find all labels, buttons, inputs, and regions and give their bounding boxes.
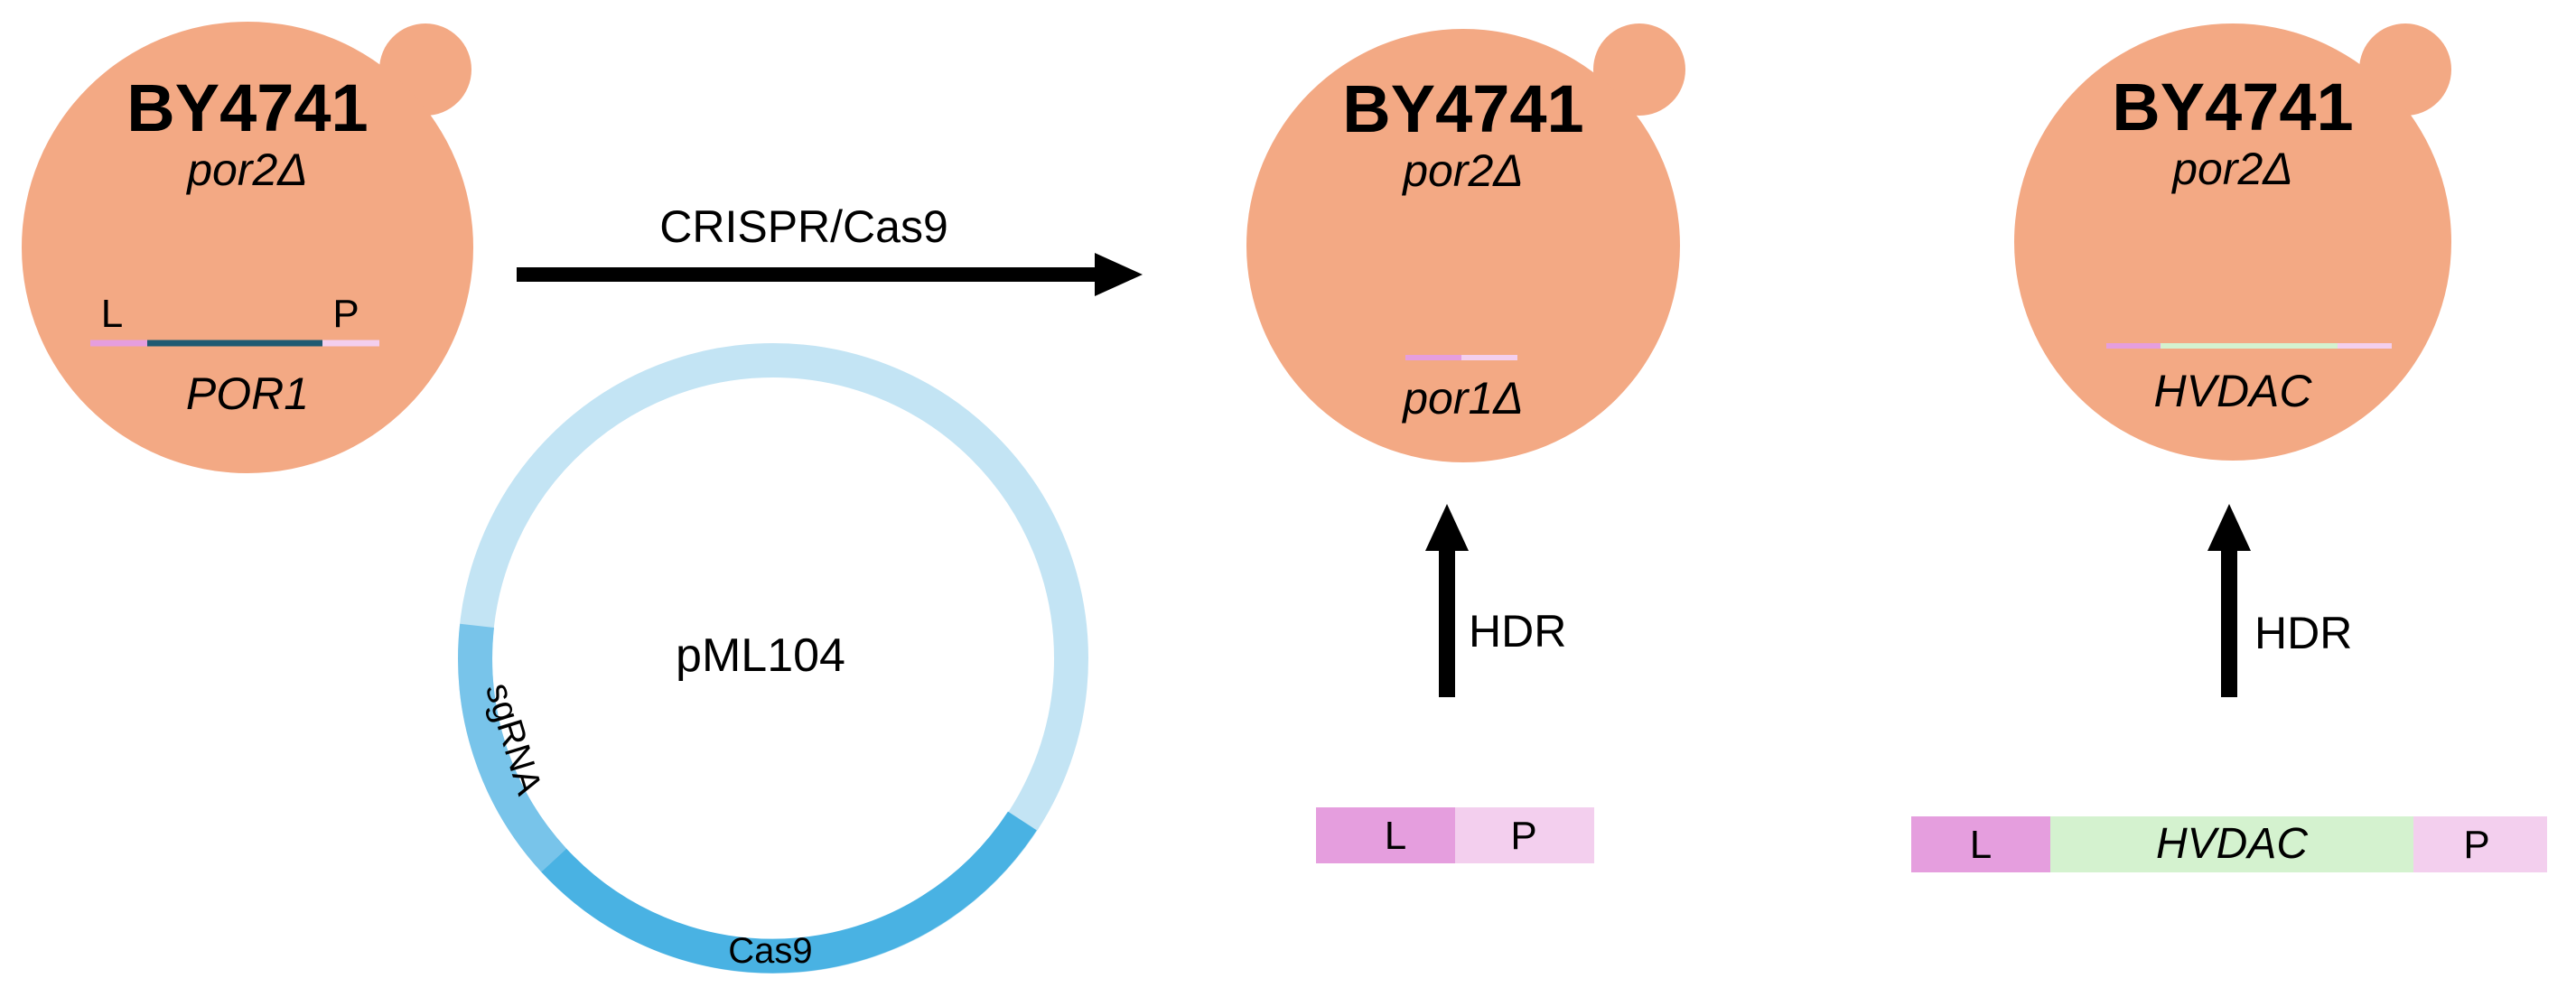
crispr-step: CRISPR/Cas9: [517, 201, 1143, 296]
hdr-2-label: HDR: [2254, 608, 2352, 658]
crispr-arrow-head: [1095, 253, 1143, 296]
donor-1-right-label: P: [1510, 814, 1536, 858]
plasmid-cas9-segment: [541, 811, 1037, 974]
donor-2-left-arm: [1911, 816, 2050, 872]
cell-2-por1-deletion: BY4741 por2Δ por1Δ: [1246, 23, 1685, 462]
hdr-2-arrow-head: [2207, 504, 2251, 551]
hdr-step-2: HDR: [2207, 504, 2352, 697]
cell-3-genotype: por2Δ: [2170, 144, 2293, 194]
cell-1-strain: BY4741: [126, 70, 368, 145]
cell-1-locus-label: POR1: [186, 368, 309, 419]
donor-2-middle-label: HVDAC: [2156, 820, 2308, 868]
plasmid-cas9-label: Cas9: [728, 931, 812, 971]
crispr-label: CRISPR/Cas9: [659, 201, 948, 252]
cell-2-locus-label: por1Δ: [1401, 373, 1524, 424]
cell-2-strain: BY4741: [1342, 71, 1583, 146]
donor-1-deletion: L P: [1316, 807, 1594, 863]
donor-1-left-label: L: [1385, 814, 1406, 858]
hdr-1-label: HDR: [1469, 606, 1566, 657]
cell-1-genotype: por2Δ: [185, 144, 308, 195]
hdr-step-1: HDR: [1425, 504, 1566, 697]
cell-1-left-arm-label: L: [101, 292, 123, 336]
cell-1-right-arm-label: P: [332, 292, 359, 336]
donor-2-hvdac-gene: [2050, 816, 2413, 872]
hdr-1-arrow-head: [1425, 504, 1469, 551]
cell-1-por1: BY4741 por2Δ L P POR1: [22, 22, 473, 473]
cell-3-locus-label: HVDAC: [2153, 366, 2312, 416]
donor-1-left-arm: [1316, 807, 1455, 863]
cell-2-genotype: por2Δ: [1401, 145, 1524, 196]
donor-2-hvdac: L HVDAC P: [1911, 816, 2547, 872]
cell-3-hvdac: BY4741 por2Δ HVDAC: [2014, 23, 2451, 461]
donor-1-right-arm: [1455, 807, 1594, 863]
donor-2-left-label: L: [1970, 823, 1992, 867]
donor-2-right-arm: [2413, 816, 2547, 872]
cell-3-strain: BY4741: [2112, 70, 2353, 144]
cell-2-body: [1246, 29, 1680, 462]
cell-1-body: [22, 22, 473, 473]
cell-3-body: [2014, 23, 2451, 461]
plasmid-name: pML104: [676, 629, 845, 682]
plasmid-pml104: pML104 sgRNA Cas9: [458, 343, 1088, 974]
donor-2-right-label: P: [2463, 823, 2489, 867]
plasmid-sgrna-segment: [458, 623, 567, 872]
